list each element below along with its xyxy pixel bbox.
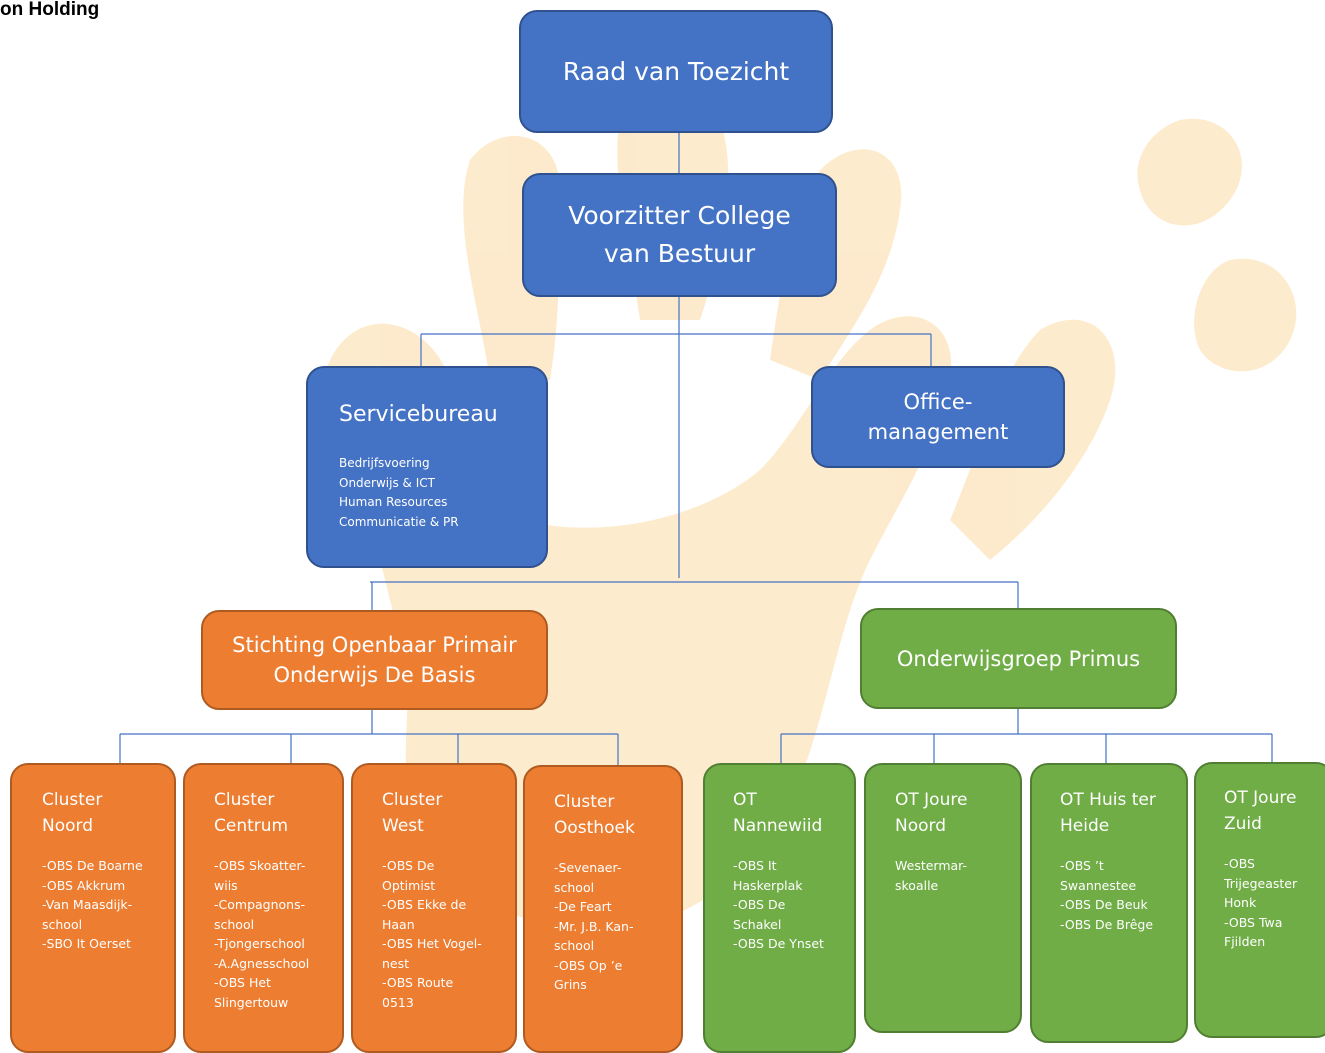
cluster-oosthoek-box: Cluster Oosthoek -Sevenaer- school -De F… bbox=[523, 765, 683, 1053]
cluster-west-title: Cluster West bbox=[382, 790, 443, 836]
ot-nannewiid-title: OT Nannewiid bbox=[733, 790, 823, 836]
cluster-centrum-box: Cluster Centrum -OBS Skoatter- wiis -Com… bbox=[183, 763, 344, 1053]
ot-joure-noord-schools: Westermar- skoalle bbox=[895, 858, 968, 893]
cluster-noord-schools: -OBS De Boarne -OBS Akkrum -Van Maasdijk… bbox=[42, 858, 143, 951]
ot-nannewiid-schools: -OBS It Haskerplak -OBS De Schakel -OBS … bbox=[733, 858, 824, 951]
ot-joure-zuid-title: OT Joure Zuid bbox=[1224, 788, 1297, 834]
onderwijsgroep-primus-label: Onderwijsgroep Primus bbox=[896, 646, 1141, 671]
officemanagement-box: Office- management bbox=[811, 366, 1065, 468]
raad-van-toezicht-box: Raad van Toezicht bbox=[519, 10, 833, 133]
cluster-noord-box: Cluster Noord -OBS De Boarne -OBS Akkrum… bbox=[10, 763, 176, 1053]
ot-huis-ter-heide-title: OT Huis ter Heide bbox=[1060, 790, 1156, 836]
cluster-west-schools: -OBS De Optimist -OBS Ekke de Haan -OBS … bbox=[382, 858, 482, 1010]
cluster-oosthoek-title: Cluster Oosthoek bbox=[554, 792, 635, 838]
onderwijsgroep-primus-box: Onderwijsgroep Primus bbox=[860, 608, 1177, 709]
cluster-noord-title: Cluster Noord bbox=[42, 790, 103, 836]
ot-huis-ter-heide-box: OT Huis ter Heide -OBS ’t Swannestee -OB… bbox=[1030, 763, 1188, 1043]
stichting-de-basis-label: Stichting Openbaar Primair Onderwijs De … bbox=[232, 633, 517, 687]
page-title: on Holding bbox=[0, 0, 100, 20]
ot-nannewiid-box: OT Nannewiid -OBS It Haskerplak -OBS De … bbox=[703, 763, 856, 1053]
ot-joure-zuid-box: OT Joure Zuid -OBS Trijegeaster Honk -OB… bbox=[1194, 762, 1325, 1038]
cluster-centrum-title: Cluster Centrum bbox=[214, 790, 289, 836]
raad-van-toezicht-label: Raad van Toezicht bbox=[562, 56, 790, 86]
servicebureau-box: Servicebureau Bedrijfsvoering Onderwijs … bbox=[306, 366, 548, 568]
voorzitter-box: Voorzitter College van Bestuur bbox=[522, 173, 837, 297]
ot-joure-noord-title: OT Joure Noord bbox=[895, 790, 968, 836]
servicebureau-title: Servicebureau bbox=[339, 402, 498, 427]
officemanagement-label: Office- management bbox=[867, 390, 1009, 444]
cluster-west-box: Cluster West -OBS De Optimist -OBS Ekke … bbox=[351, 763, 517, 1053]
stichting-de-basis-box: Stichting Openbaar Primair Onderwijs De … bbox=[201, 610, 548, 710]
servicebureau-items: Bedrijfsvoering Onderwijs & ICT Human Re… bbox=[339, 456, 459, 529]
ot-joure-noord-box: OT Joure Noord Westermar- skoalle bbox=[864, 763, 1022, 1033]
cluster-centrum-schools: -OBS Skoatter- wiis -Compagnons- school … bbox=[214, 858, 310, 1010]
ot-huis-ter-heide-schools: -OBS ’t Swannestee -OBS De Beuk -OBS De … bbox=[1060, 858, 1154, 932]
voorzitter-label: Voorzitter College van Bestuur bbox=[568, 201, 791, 268]
ot-joure-zuid-schools: -OBS Trijegeaster Honk -OBS Twa Fjilden bbox=[1224, 856, 1298, 949]
cluster-oosthoek-schools: -Sevenaer- school -De Feart -Mr. J.B. Ka… bbox=[554, 860, 634, 992]
